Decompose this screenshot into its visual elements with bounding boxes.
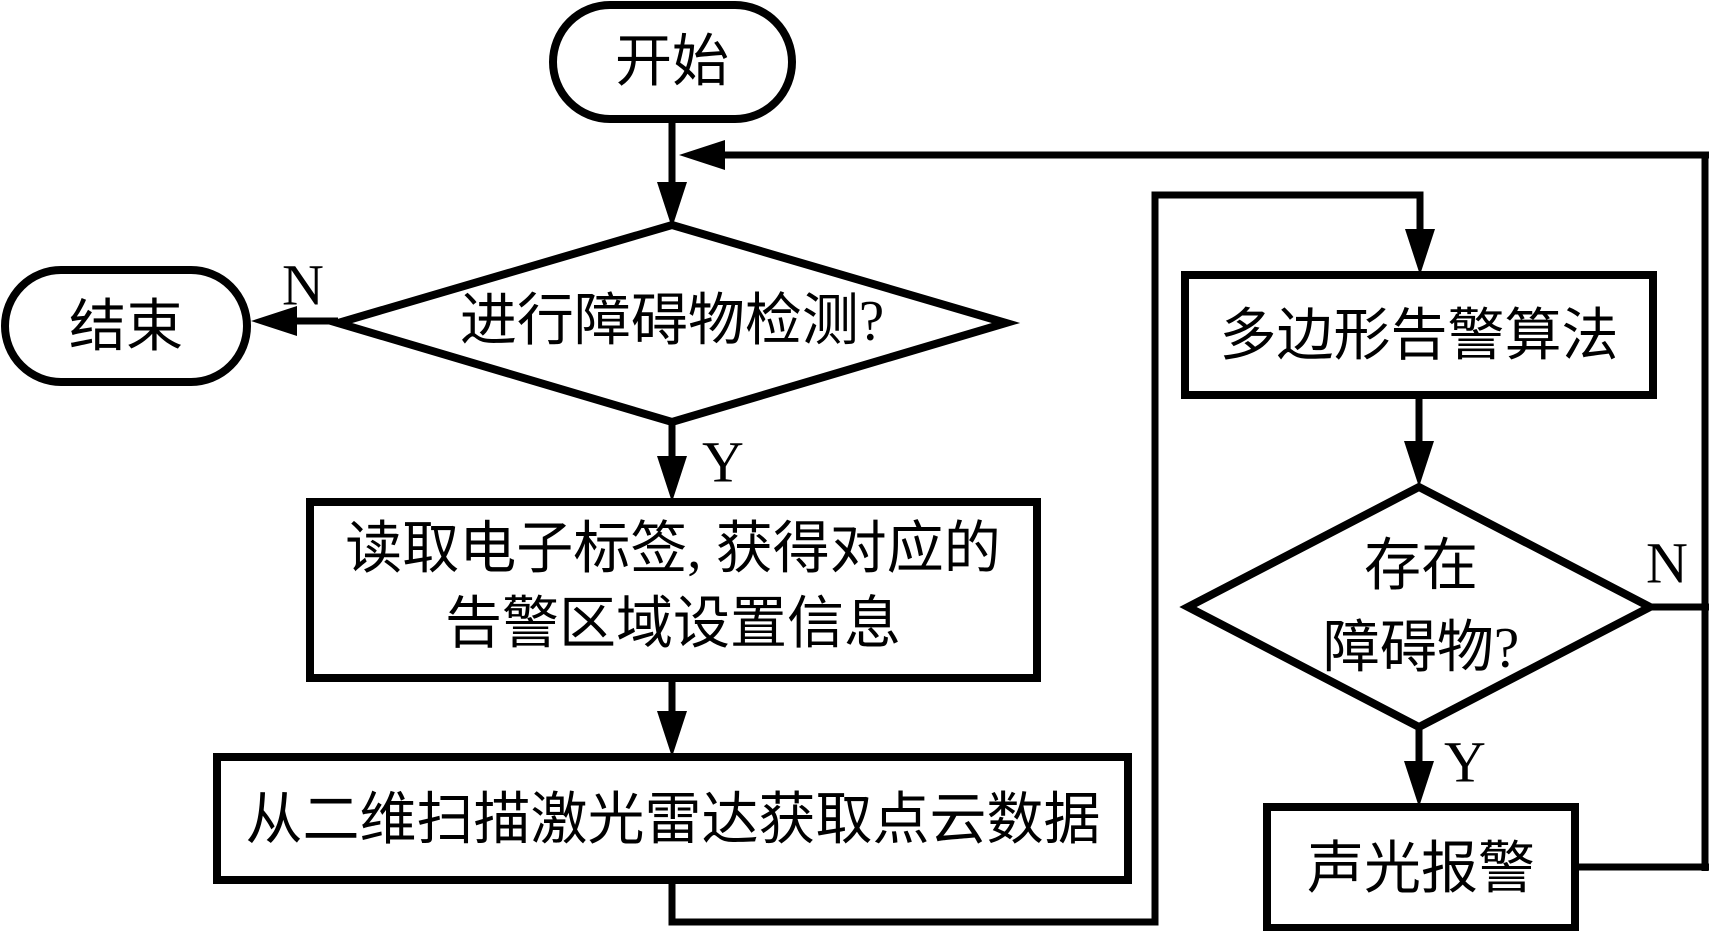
node-check-detection-label: 进行障碍物检测? xyxy=(460,290,884,353)
label-obstacle-exists-yes: Y xyxy=(1444,730,1486,795)
arrowhead-into-polygon-algorithm xyxy=(1405,229,1435,275)
node-obstacle-exists xyxy=(1179,482,1659,732)
node-start xyxy=(549,1,796,123)
arrowhead-into-end xyxy=(251,306,297,336)
node-start-label: 开始 xyxy=(615,31,729,94)
arrowhead-into-alarm xyxy=(1404,761,1434,807)
node-get-pointcloud xyxy=(213,753,1132,884)
node-polygon-algorithm xyxy=(1181,271,1657,399)
node-obstacle-exists-label-line2: 障碍物? xyxy=(1323,617,1519,680)
arrowhead-into-check-detection xyxy=(657,182,687,228)
node-sound-light-alarm xyxy=(1263,803,1579,931)
label-obstacle-exists-no: N xyxy=(1646,531,1688,596)
label-check-detection-yes: Y xyxy=(702,430,744,495)
node-sound-light-alarm-label: 声光报警 xyxy=(1307,838,1535,901)
node-read-tag-label-line2: 告警区域设置信息 xyxy=(445,593,901,656)
arrowhead-into-obstacle-exists xyxy=(1404,441,1434,487)
node-end xyxy=(1,266,251,386)
node-polygon-algorithm-label: 多边形告警算法 xyxy=(1220,305,1619,368)
node-check-detection xyxy=(323,220,1021,427)
node-obstacle-exists-label-line1: 存在 xyxy=(1364,535,1478,598)
node-get-pointcloud-label: 从二维扫描激光雷达获取点云数据 xyxy=(246,789,1101,852)
node-read-tag-label-line1: 读取电子标签, 获得对应的 xyxy=(345,518,1001,581)
arrowhead-into-pointcloud xyxy=(657,711,687,757)
arrowhead-into-read-tag xyxy=(657,456,687,502)
label-check-detection-no: N xyxy=(282,253,324,318)
node-read-tag xyxy=(306,498,1041,682)
arrowhead-feedback-junction xyxy=(679,140,725,170)
node-end-label: 结束 xyxy=(69,296,183,359)
edge-pointcloud-to-polygon xyxy=(668,191,1424,926)
